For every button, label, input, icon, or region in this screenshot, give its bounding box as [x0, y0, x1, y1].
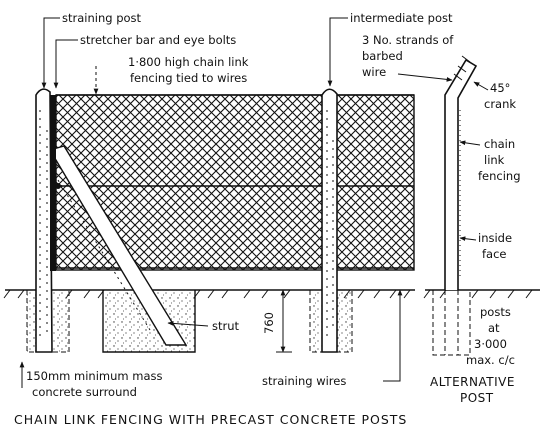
label-straining-wires: straining wires [262, 374, 346, 388]
label-alternative-line2: POST [460, 391, 494, 405]
label-dimension: 760 [262, 312, 276, 334]
label-inside-line1: inside [478, 231, 512, 245]
label-posts-line3: 3·000 [474, 337, 507, 351]
label-chain-line3: fencing [478, 169, 521, 183]
label-intermediate-post: intermediate post [350, 11, 453, 25]
label-concrete-line2: concrete surround [32, 385, 137, 399]
label-stretcher-bar: stretcher bar and eye bolts [80, 33, 236, 47]
depth-dimension [276, 289, 292, 353]
label-fencing-line1: 1·800 high chain link [128, 55, 249, 69]
label-posts-line2: at [488, 321, 500, 335]
label-posts-line1: posts [480, 305, 511, 319]
alternative-post [432, 55, 478, 356]
label-alternative-line1: ALTERNATIVE [430, 375, 515, 389]
strut [48, 145, 188, 346]
label-crank: crank [484, 97, 516, 111]
intermediate-post [321, 88, 338, 353]
label-strands-line3: wire [362, 65, 386, 79]
ground-line [3, 289, 540, 299]
straining-post [35, 88, 61, 353]
label-strut: strut [212, 319, 240, 333]
label-posts-line4: max. c/c [466, 353, 515, 367]
diagram-caption: CHAIN LINK FENCING WITH PRECAST CONCRETE… [14, 412, 407, 427]
label-fencing-line2: fencing tied to wires [130, 71, 247, 85]
label-straining-post: straining post [62, 11, 142, 25]
label-strands-line2: barbed [362, 49, 403, 63]
label-strands-line1: 3 No. strands of [362, 33, 454, 47]
label-chain-line2: link [484, 153, 505, 167]
label-chain-line1: chain [484, 137, 515, 151]
label-crank-angle: 45° [490, 81, 510, 95]
label-concrete-line1: 150mm minimum mass [26, 369, 162, 383]
label-inside-line2: face [482, 247, 507, 261]
leader-lines [19, 17, 489, 388]
